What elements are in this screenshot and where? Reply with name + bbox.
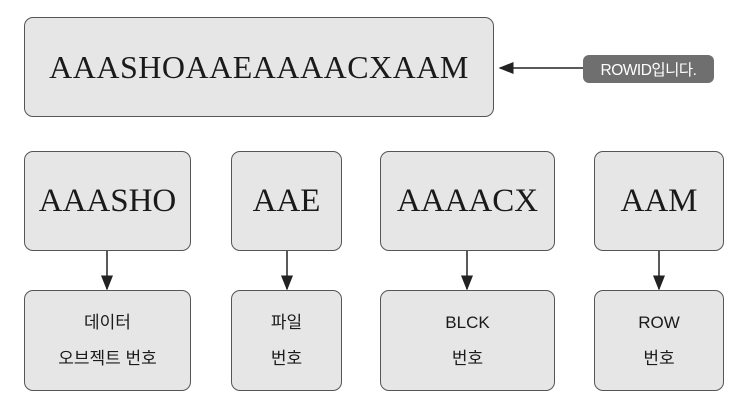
desc-line-1: ROW (638, 312, 680, 332)
desc-line-1: 파일 (270, 312, 303, 332)
code-label: AAM (620, 182, 698, 219)
desc-line-1: 데이터 (84, 312, 131, 332)
code-box-object: AAASHO (24, 151, 191, 251)
code-label: AAAACX (396, 182, 539, 219)
desc-line-2: 번호 (451, 348, 484, 368)
desc-line-2: 번호 (643, 348, 675, 368)
code-box-block: AAAACX (380, 151, 555, 251)
code-label: AAASHO (38, 182, 177, 219)
desc-box-file: 파일 번호 (231, 290, 342, 391)
desc-box-object: 데이터 오브젝트 번호 (24, 290, 191, 391)
code-box-file: AAE (231, 151, 342, 251)
desc-line-1: BLCK (445, 312, 490, 332)
desc-box-block: BLCK 번호 (380, 290, 555, 391)
rowid-value: AAASHOAAEAAAACXAAM (49, 48, 469, 85)
desc-box-row: ROW 번호 (594, 290, 724, 391)
code-box-row: AAM (594, 151, 724, 251)
rowid-callout: ROWID입니다. (583, 55, 714, 83)
desc-line-2: 오브젝트 번호 (58, 348, 157, 368)
callout-label: ROWID입니다. (600, 62, 697, 79)
desc-line-2: 번호 (270, 348, 303, 368)
rowid-box: AAASHOAAEAAAACXAAM (24, 17, 494, 117)
code-label: AAE (252, 182, 321, 219)
